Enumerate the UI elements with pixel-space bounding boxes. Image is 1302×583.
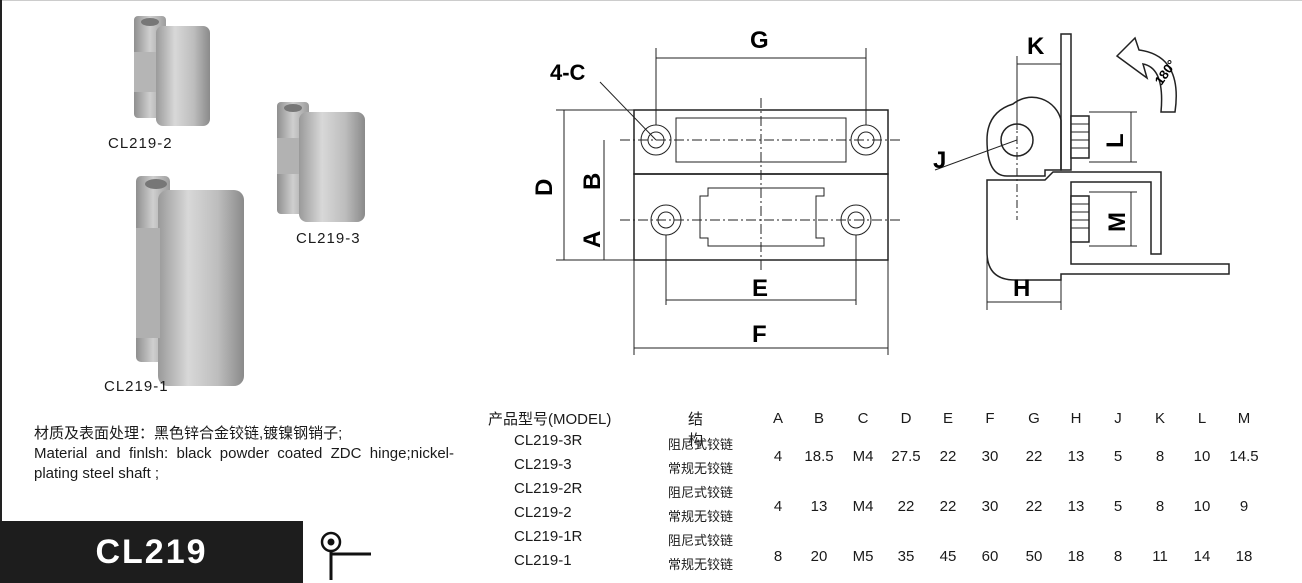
value-cell: 22 (897, 498, 915, 515)
value-cell: 10 (1193, 498, 1211, 515)
product-photos (134, 16, 365, 386)
value-cell: 45 (939, 548, 957, 565)
hinge-cl219-1-image (136, 176, 244, 386)
value-cell: 18.5 (804, 448, 834, 465)
dim-label-f: F (752, 321, 767, 348)
hinge-cl219-3-image (277, 102, 365, 222)
dim-header-c: C (857, 410, 869, 427)
structure-cell: 阻尼式铰链 (668, 485, 734, 500)
value-cell: 22 (1025, 448, 1043, 465)
value-cell: 22 (1025, 498, 1043, 515)
value-cell: 35 (897, 548, 915, 565)
value-cell: 20 (810, 548, 828, 565)
dim-header-e: E (942, 410, 954, 427)
value-cell: 9 (1239, 498, 1249, 515)
value-cell: 30 (981, 498, 999, 515)
model-cell: CL219-2 (514, 504, 572, 521)
dim-label-a: A (579, 231, 606, 248)
model-cell: CL219-1R (514, 528, 583, 545)
material-note-en: Material and finlsh: black powder coated… (34, 445, 454, 482)
value-cell: 22 (939, 498, 957, 515)
value-cell: 8 (1155, 498, 1165, 515)
structure-cell: 常规无铰链 (668, 461, 734, 476)
col-header-structure: 结构 (688, 411, 704, 449)
dim-label-j: J (933, 147, 946, 174)
model-cell: CL219-1 (514, 552, 572, 569)
dim-label-b: B (579, 173, 606, 190)
value-cell: 22 (939, 448, 957, 465)
value-cell: M4 (852, 498, 874, 515)
dim-label-k: K (1027, 33, 1045, 60)
rotation-arrow-icon (1115, 36, 1177, 113)
value-cell: 18 (1235, 548, 1253, 565)
dim-label-m: M (1104, 212, 1131, 232)
product-label-cl219-1: CL219-1 (104, 378, 169, 395)
dim-header-d: D (900, 410, 912, 427)
model-cell: CL219-2R (514, 480, 583, 497)
structure-cell: 阻尼式铰链 (668, 533, 734, 548)
col-header-model: 产品型号(MODEL) (488, 411, 612, 428)
dim-header-b: B (813, 410, 825, 427)
value-cell: 5 (1113, 448, 1123, 465)
structure-cell: 阻尼式铰链 (668, 437, 734, 452)
value-cell: M5 (852, 548, 874, 565)
dim-header-f: F (985, 410, 995, 427)
hinge-cl219-2-image (134, 16, 210, 126)
value-cell: 27.5 (891, 448, 921, 465)
structure-cell: 常规无铰链 (668, 509, 734, 524)
dim-header-h: H (1070, 410, 1082, 427)
value-cell: 10 (1193, 448, 1211, 465)
top-border (0, 0, 1302, 1)
hinge-symbol-icon (320, 531, 371, 580)
structure-cell: 常规无铰链 (668, 557, 734, 572)
value-cell: 14 (1193, 548, 1211, 565)
dim-header-j: J (1114, 410, 1122, 427)
dim-label-d: D (531, 179, 558, 196)
value-cell: 13 (810, 498, 828, 515)
dim-header-k: K (1154, 410, 1166, 427)
value-cell: 8 (773, 548, 783, 565)
value-cell: 13 (1067, 448, 1085, 465)
value-cell: 4 (773, 448, 783, 465)
value-cell: 50 (1025, 548, 1043, 565)
value-cell: 8 (1113, 548, 1123, 565)
value-cell: 5 (1113, 498, 1123, 515)
dim-header-m: M (1237, 410, 1251, 427)
value-cell: 30 (981, 448, 999, 465)
material-note: 材质及表面处理：黑色锌合金铰链,镀镍钢销子; Material and finl… (34, 424, 454, 484)
product-label-cl219-2: CL219-2 (108, 135, 173, 152)
dim-header-l: L (1197, 410, 1207, 427)
front-view-drawing: G 4-C D B A E F (531, 27, 900, 355)
model-cell: CL219-3 (514, 456, 572, 473)
model-banner: CL219 (0, 521, 303, 583)
value-cell: 11 (1152, 548, 1168, 565)
dim-label-e: E (752, 275, 768, 302)
value-cell: 14.5 (1229, 448, 1259, 465)
dim-label-4c: 4-C (550, 60, 586, 85)
value-cell: 18 (1067, 548, 1085, 565)
value-cell: 60 (981, 548, 999, 565)
dim-header-a: A (772, 410, 784, 427)
dim-label-h: H (1013, 275, 1030, 302)
value-cell: 13 (1067, 498, 1085, 515)
value-cell: 8 (1155, 448, 1165, 465)
model-cell: CL219-3R (514, 432, 583, 449)
dim-label-g: G (750, 27, 769, 54)
dim-label-l: L (1102, 133, 1129, 148)
value-cell: 4 (773, 498, 783, 515)
left-border (0, 0, 2, 583)
material-note-cn: 材质及表面处理：黑色锌合金铰链,镀镍钢销子; (34, 425, 343, 442)
side-view-drawing: 180° K J L M H (933, 33, 1230, 310)
product-label-cl219-3: CL219-3 (296, 230, 361, 247)
value-cell: M4 (852, 448, 874, 465)
dim-header-g: G (1028, 410, 1040, 427)
